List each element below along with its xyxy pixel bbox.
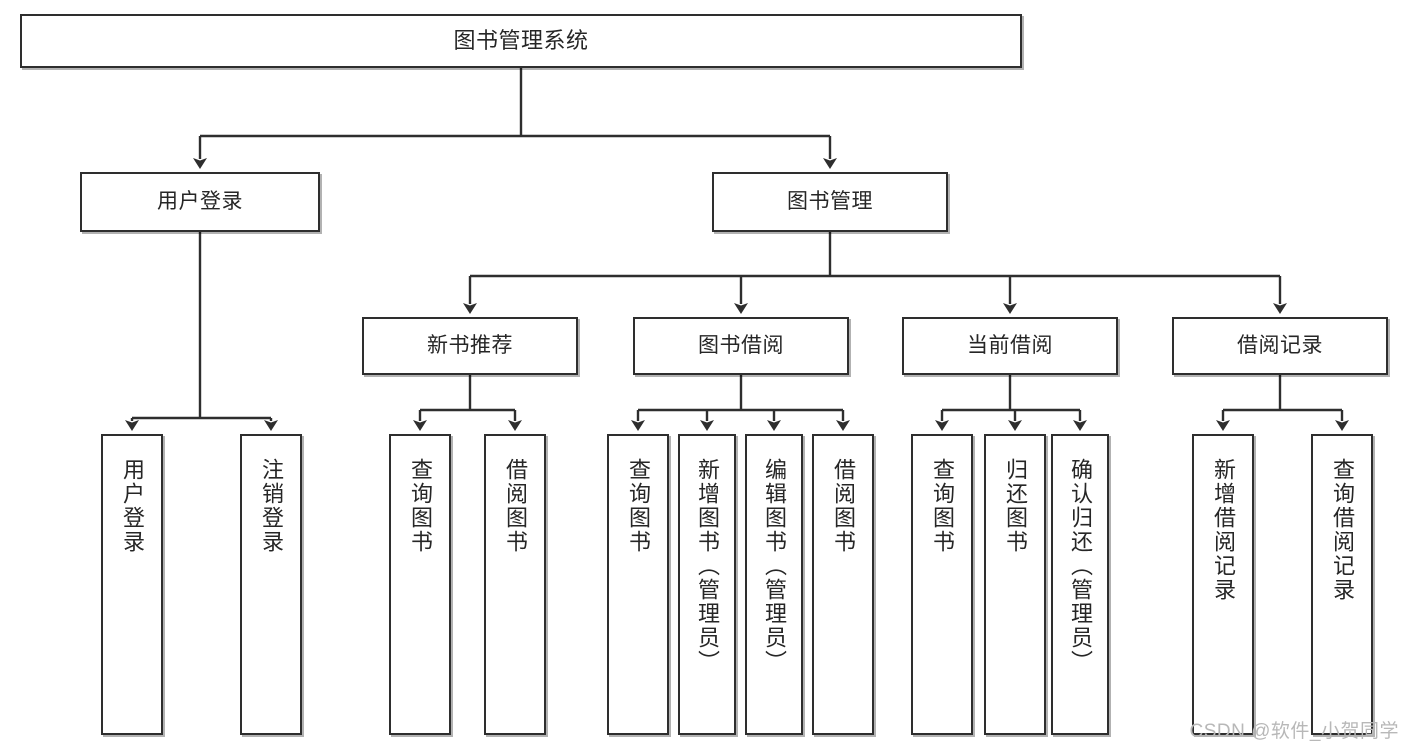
node-borrow-record: 借阅记录 [1172,317,1388,375]
node-current-borrow: 当前借阅 [902,317,1118,375]
node-leaf-edit-book: 编辑图书（管理员） [745,434,803,735]
node-label: 借阅图书 [831,458,856,554]
node-leaf-return-book: 归还图书 [984,434,1046,735]
node-leaf-confirm-return: 确认归还（管理员） [1051,434,1109,735]
node-leaf-user-login: 用户登录 [101,434,163,735]
node-label: 图书管理系统 [453,28,589,54]
edge-group [125,68,1349,431]
node-leaf-add-book: 新增图书（管理员） [678,434,736,735]
node-label: 当前借阅 [967,333,1053,357]
node-label: 新增借阅记录 [1211,458,1236,602]
node-label: 归还图书 [1003,458,1028,554]
node-label: 确认归还（管理员） [1068,458,1093,674]
node-label: 编辑图书（管理员） [762,458,787,674]
node-label: 用户登录 [120,458,145,554]
node-leaf-query-book-3: 查询图书 [911,434,973,735]
node-new-book-rec: 新书推荐 [362,317,578,375]
node-label: 查询图书 [408,458,433,554]
node-user-login: 用户登录 [80,172,320,232]
node-book-manage: 图书管理 [712,172,948,232]
node-label: 查询图书 [930,458,955,554]
node-label: 借阅记录 [1237,333,1323,357]
node-label: 查询图书 [626,458,651,554]
node-leaf-query-book-2: 查询图书 [607,434,669,735]
node-label: 图书借阅 [698,333,784,357]
node-label: 查询借阅记录 [1330,458,1355,602]
node-leaf-borrow-book-1: 借阅图书 [484,434,546,735]
node-leaf-query-record: 查询借阅记录 [1311,434,1373,735]
node-root: 图书管理系统 [20,14,1022,68]
node-label: 注销登录 [259,458,284,554]
node-book-borrow: 图书借阅 [633,317,849,375]
node-leaf-user-logout: 注销登录 [240,434,302,735]
node-leaf-query-book-1: 查询图书 [389,434,451,735]
node-label: 图书管理 [787,189,873,213]
node-label: 借阅图书 [503,458,528,554]
node-leaf-borrow-book-2: 借阅图书 [812,434,874,735]
node-leaf-add-record: 新增借阅记录 [1192,434,1254,735]
node-label: 新增图书（管理员） [695,458,720,674]
node-label: 用户登录 [157,189,243,213]
node-label: 新书推荐 [427,333,513,357]
